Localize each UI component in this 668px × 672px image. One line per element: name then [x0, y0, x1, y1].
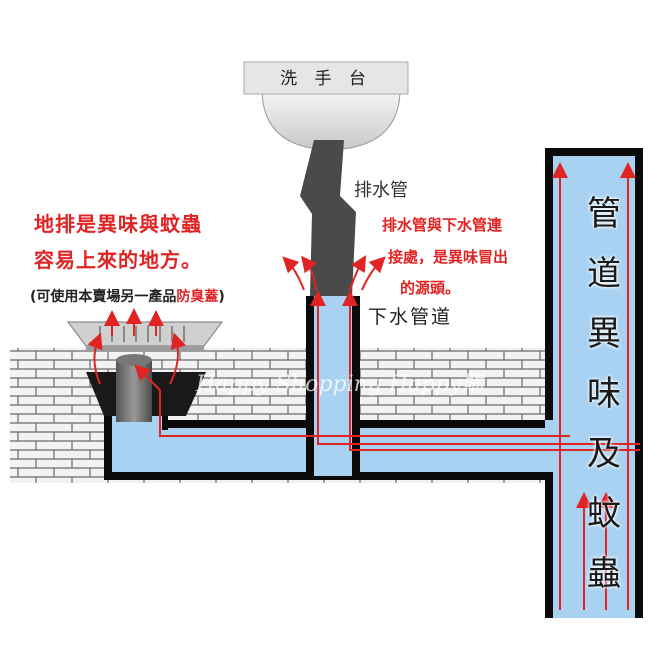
joint-warning-line3: 的源頭。: [400, 279, 461, 297]
vertical-caption-char: 及: [587, 434, 621, 474]
vertical-caption-char: 道: [587, 254, 621, 294]
floor-drain-warning-line2: 容易上來的地方。: [34, 248, 202, 272]
vertical-caption: 管 道 異 味 及 蚊 蟲: [576, 184, 632, 604]
vertical-caption-char: 味: [587, 374, 621, 414]
joint-warning-line1: 排水管與下水管連: [382, 216, 503, 234]
product-note-prefix: (可使用本賣場另一產品: [30, 289, 177, 305]
sewer-pipe-label: 下水管道: [368, 306, 453, 328]
vertical-caption-char: 蚊: [587, 494, 621, 534]
product-note-highlight: 防臭蓋: [176, 289, 219, 305]
vertical-caption-char: 管: [587, 194, 621, 234]
joint-warning-line2: 接處，是異味冒出: [388, 248, 509, 266]
watermark: Happy Shopping Happy購: [196, 372, 484, 397]
product-note: (可使用本賣場另一產品防臭蓋): [30, 286, 225, 306]
main-stack-pipe: [545, 148, 643, 618]
product-note-suffix: ): [218, 289, 225, 305]
sink-label: 洗 手 台: [280, 69, 372, 89]
sink-basin: [243, 61, 409, 151]
drain-pipe: [300, 140, 356, 296]
drain-pipe-label: 排水管: [354, 180, 408, 201]
vertical-caption-char: 異: [587, 314, 621, 354]
floor-drain-warning-line1: 地排是異味與蚊蟲: [34, 212, 202, 236]
vertical-caption-char: 蟲: [587, 554, 621, 594]
odor-flow-arrows: [87, 162, 640, 610]
